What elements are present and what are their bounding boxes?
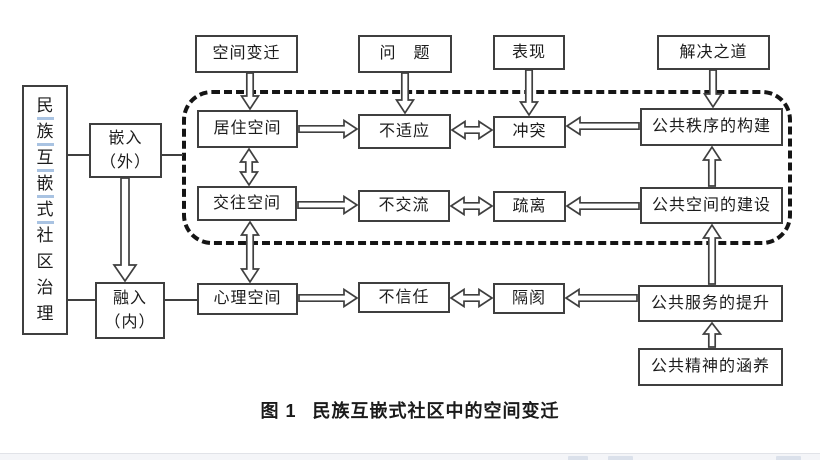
governance-char: 式 [36, 198, 54, 224]
merge-inner-line1: 融入 [112, 289, 147, 307]
header-space-change: 空间变迁 [195, 35, 298, 73]
governance-char: 治 [36, 278, 54, 297]
caption-title: 民族互嵌式社区中的空间变迁 [312, 401, 560, 421]
taskbar-chip[interactable] [776, 456, 801, 460]
figure-caption: 图 1 民族互嵌式社区中的空间变迁 [0, 397, 820, 423]
governance-char: 区 [36, 252, 54, 271]
header-solution: 解决之道 [657, 35, 770, 70]
arrow-psychological-right [298, 287, 359, 309]
node-interaction-space: 交往空间 [197, 186, 297, 221]
arrow-distrust-estrangement [449, 287, 494, 309]
arrow-spirit-cultivation-up [701, 321, 723, 348]
taskbar-chip[interactable] [568, 456, 588, 460]
node-residential-space: 居住空间 [197, 110, 298, 148]
governance-char: 理 [36, 304, 54, 323]
node-no-communication: 不交流 [358, 190, 450, 222]
node-governance: 民 族 互 嵌 式 社 区 治 理 [22, 85, 68, 335]
taskbar [0, 453, 820, 460]
dashed-boundary [182, 90, 792, 245]
node-order-construction: 公共秩序的构建 [640, 108, 783, 146]
governance-char: 互 [36, 146, 54, 172]
node-embed-outer: 嵌入 （外） [89, 123, 162, 178]
node-alienation: 疏离 [493, 191, 566, 222]
node-estrangement: 隔阂 [493, 283, 565, 314]
node-space-construction: 公共空间的建设 [640, 187, 783, 224]
node-distrust: 不信任 [358, 282, 450, 313]
node-maladjustment: 不适应 [358, 114, 451, 149]
arrow-embed-to-merge [112, 177, 138, 283]
node-conflict: 冲突 [493, 116, 566, 148]
taskbar-chip[interactable] [608, 456, 633, 460]
header-problem: 问 题 [358, 35, 452, 73]
header-manifestation: 表现 [493, 35, 565, 70]
arrow-service-to-estrangement [564, 287, 638, 309]
node-service-improvement: 公共服务的提升 [638, 285, 783, 322]
node-psychological-space: 心理空间 [197, 283, 298, 315]
embed-outer-line2: （外） [99, 153, 151, 171]
governance-char: 民 [36, 94, 54, 120]
embed-outer-line1: 嵌入 [108, 129, 143, 147]
governance-char: 族 [36, 120, 54, 146]
node-merge-inner: 融入 （内） [95, 282, 165, 339]
merge-inner-line2: （内） [104, 313, 156, 331]
node-spirit-cultivation: 公共精神的涵养 [638, 348, 783, 386]
caption-label: 图 1 [260, 401, 297, 421]
governance-char: 社 [36, 226, 54, 245]
governance-char: 嵌 [36, 172, 54, 198]
